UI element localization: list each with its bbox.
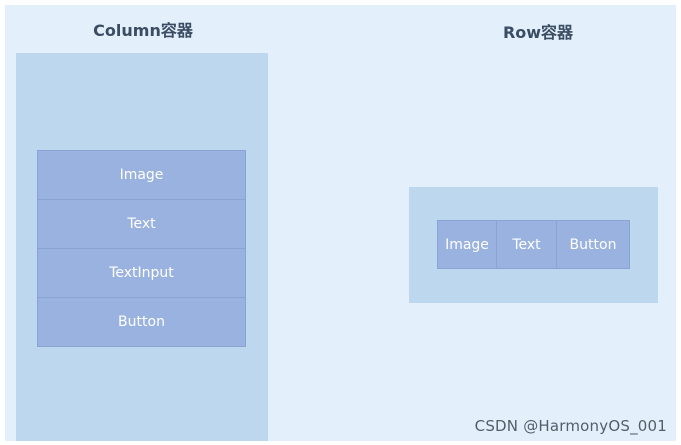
row-item-button: Button [556, 220, 630, 269]
row-container-title: Row容器 [502, 23, 574, 42]
csdn-watermark: CSDN @HarmonyOS_001 [474, 417, 667, 435]
column-item-image: Image [37, 150, 246, 200]
column-container-title: Column容器 [93, 21, 193, 40]
row-item-image: Image [437, 220, 497, 269]
column-item-textinput: TextInput [37, 248, 246, 298]
column-item-button: Button [37, 297, 246, 347]
row-item-text: Text [496, 220, 557, 269]
diagram-canvas: Column容器 Row容器 Image Text TextInput Butt… [5, 5, 676, 441]
column-item-text: Text [37, 199, 246, 249]
